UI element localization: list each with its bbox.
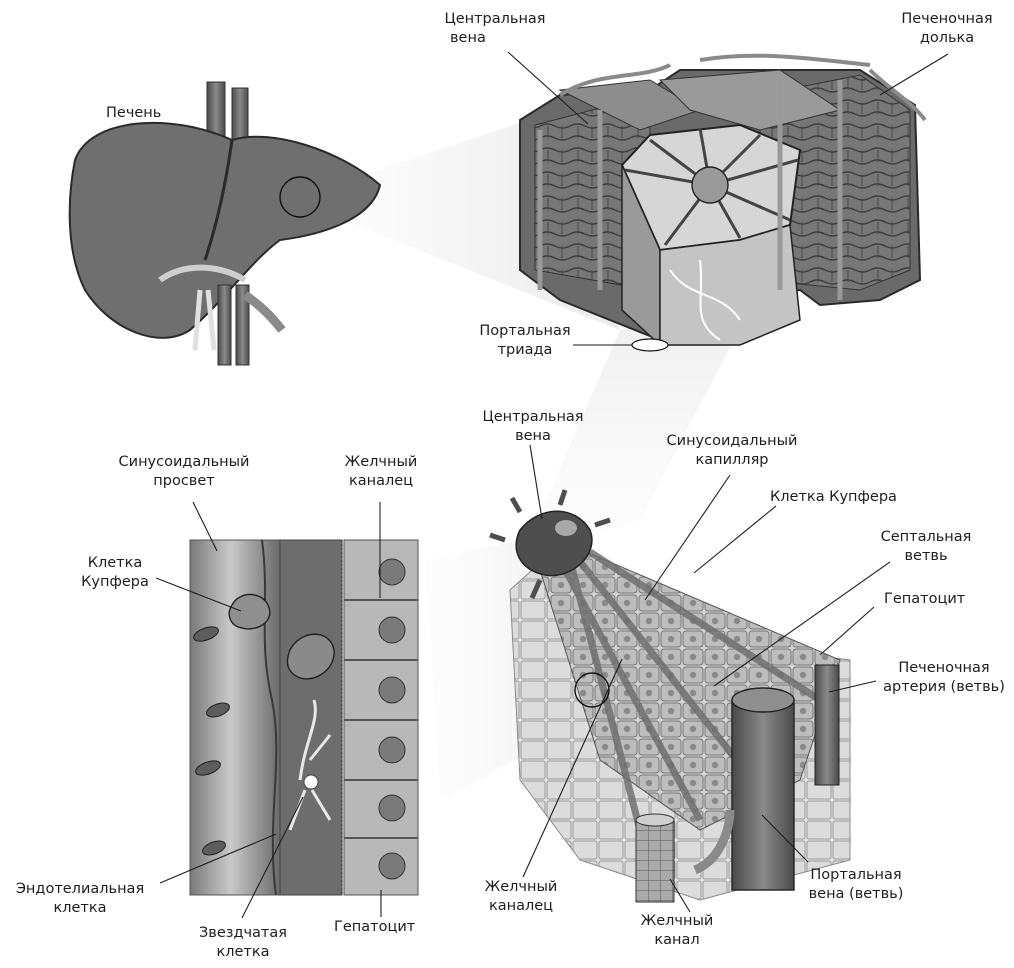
label-line: Клетка Купфера (770, 488, 897, 507)
label-hepatocyte-left: Гепатоцит (334, 918, 415, 937)
label-central-vein-top: Центральная вена (420, 10, 570, 48)
label-line: Синусоидальный (104, 453, 264, 472)
leader-sinusoidal-capillary (645, 475, 730, 600)
label-line: Септальная (856, 528, 996, 547)
liver-organ (70, 82, 380, 365)
hepatic-lobules-3d (520, 56, 925, 351)
label-line: Эндотелиальная (0, 880, 160, 899)
label-line: Клетка (60, 554, 170, 573)
label-portal-triad: Портальная триада (460, 322, 590, 360)
label-septal-branch: Септальная ветвь (856, 528, 996, 566)
label-line: канал (622, 931, 732, 950)
label-bile-canaliculus-left: Желчный каналец (326, 453, 436, 491)
label-line: Звездчатая (178, 924, 308, 943)
label-line: каналец (466, 897, 576, 916)
label-stellate-cell: Звездчатая клетка (178, 924, 308, 962)
label-line: Купфера (60, 573, 170, 592)
label-line: Печеночная (882, 10, 1012, 29)
label-line: Желчный (622, 912, 732, 931)
label-line: Центральная (420, 10, 570, 29)
label-sinusoidal-capillary: Синусоидальный капилляр (652, 432, 812, 470)
label-line: Портальная (460, 322, 590, 341)
leader-hepatic-lobule (880, 54, 948, 95)
label-sinusoidal-lumen: Синусоидальный просвет (104, 453, 264, 491)
lobule-wedge (490, 490, 850, 902)
label-bile-canaliculus-bottom: Желчный каналец (466, 878, 576, 916)
label-line: ветвь (856, 547, 996, 566)
label-line: долька (882, 29, 1012, 48)
label-liver-text: Печень (106, 104, 161, 123)
label-central-vein-mid: Центральная вена (468, 408, 598, 446)
label-line: каналец (326, 472, 436, 491)
label-line: вена (468, 427, 598, 446)
label-line: вена (420, 29, 570, 48)
label-endothelial-cell: Эндотелиальная клетка (0, 880, 160, 918)
label-line: триада (460, 341, 590, 360)
label-hepatic-lobule: Печеночная долька (882, 10, 1012, 48)
label-hepatic-artery: Печеночная артерия (ветвь) (876, 659, 1012, 697)
leader-hepatocyte-right (820, 607, 874, 655)
label-line: артерия (ветвь) (876, 678, 1012, 697)
label-line: просвет (104, 472, 264, 491)
label-bile-duct: Желчный канал (622, 912, 732, 950)
label-line: Синусоидальный (652, 432, 812, 451)
label-line: вена (ветвь) (786, 885, 926, 904)
leader-kupffer-right (694, 506, 776, 573)
label-line: Центральная (468, 408, 598, 427)
leader-central-vein-mid (530, 445, 542, 519)
label-line: Гепатоцит (884, 590, 965, 609)
label-portal-vein: Портальная вена (ветвь) (786, 866, 926, 904)
label-line: клетка (178, 943, 308, 962)
label-line: капилляр (652, 451, 812, 470)
label-line: Печеночная (876, 659, 1012, 678)
label-line: Желчный (326, 453, 436, 472)
sinusoid-column (190, 540, 418, 895)
label-line: клетка (0, 899, 160, 918)
label-line: Портальная (786, 866, 926, 885)
label-liver: Печень (106, 104, 161, 123)
label-hepatocyte-right: Гепатоцит (884, 590, 965, 609)
label-line: Гепатоцит (334, 918, 415, 937)
label-kupffer-right: Клетка Купфера (770, 488, 897, 507)
label-kupffer-left: Клетка Купфера (60, 554, 170, 592)
label-line: Желчный (466, 878, 576, 897)
